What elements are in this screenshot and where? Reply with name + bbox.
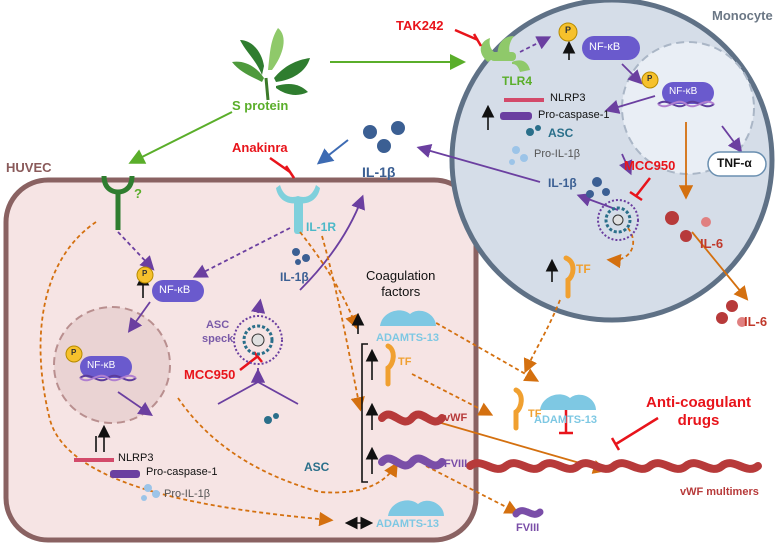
tf-out-label: TF (528, 408, 542, 420)
tlr4-label: TLR4 (502, 74, 532, 88)
adamts-1-label: ADAMTS-13 (376, 332, 439, 344)
il1b-out-label: IL-1β (362, 164, 396, 180)
adamts-out-label: ADAMTS-13 (534, 414, 597, 426)
p-mono-2: P (647, 74, 653, 83)
huvec-label: HUVEC (6, 160, 52, 175)
nlrp3-and-procaspase (74, 98, 544, 478)
il1b-mono-label: IL-1β (548, 176, 577, 190)
upregulation-arrows (95, 40, 576, 530)
nlrp3-huvec-label: NLRP3 (118, 452, 154, 464)
mcc950-bottom-label: MCC950 (184, 367, 236, 382)
blue-arrow (316, 139, 349, 165)
orange-arrows (39, 122, 749, 527)
il1r-icon (276, 185, 320, 234)
il1r-label: IL-1R (306, 220, 336, 234)
il6-particles (665, 211, 747, 327)
adamts-2-label: ADAMTS-13 (376, 518, 439, 530)
mcc950-top-label: MCC950 (624, 158, 676, 173)
anakinra-label: Anakinra (232, 140, 288, 155)
proil-mono-label: Pro-IL-1β (534, 148, 581, 160)
il1b-particles (141, 121, 610, 501)
question-label: ? (134, 186, 142, 201)
huvec-cell (3, 177, 479, 543)
il6-in-label: IL-6 (700, 236, 724, 251)
monocyte-label: Monocyte (712, 8, 773, 23)
s-protein-icon (232, 28, 310, 101)
nfkb-mono-2: NF-κB (669, 86, 698, 97)
tnf-box (707, 151, 767, 177)
nfkb-mono-1: NF-κB (589, 41, 621, 53)
s-protein-label: S protein (232, 98, 289, 113)
proil-huvec-label: Pro-IL-1β (164, 488, 211, 500)
vwf-fviii-shapes (378, 410, 762, 518)
procasp-huvec-label: Pro-caspase-1 (146, 466, 218, 478)
anticoag-label: Anti-coagulant drugs (646, 394, 751, 429)
asc-speck-label: ASC speck (202, 319, 234, 345)
fviii-label: FVIII (444, 458, 468, 470)
huvec-receptor-icon (101, 175, 135, 230)
tnf-label: TNF-α (717, 156, 752, 170)
purple-arrows (117, 36, 743, 417)
green-arrows (128, 54, 466, 164)
p-huvec-1: P (142, 269, 148, 278)
nlrp3-mono-label: NLRP3 (550, 92, 586, 104)
nfkb-huvec-2: NF-κB (87, 360, 116, 371)
tf-mono-label: TF (576, 262, 591, 276)
nfkb-huvec-1: NF-κB (159, 284, 191, 296)
nfkb-shapes (65, 22, 714, 378)
adamts-shapes (380, 310, 596, 516)
tlr4-icon (480, 36, 530, 72)
vwf-label: vWF (444, 412, 468, 424)
dna-helices (79, 100, 715, 382)
tf-huvec-label: TF (398, 356, 412, 368)
vwf-multimers-label: vWF multimers (680, 486, 759, 498)
tf-shapes (385, 255, 576, 431)
p-mono-1: P (565, 25, 572, 35)
asc-huvec-label: ASC (304, 460, 330, 474)
procasp-mono-label: Pro-caspase-1 (538, 109, 610, 121)
coag-label: Coagulation factors (366, 268, 436, 299)
inflammasomes (233, 199, 639, 365)
asc-mono-label: ASC (548, 126, 574, 140)
tak242-label: TAK242 (396, 18, 444, 33)
fviii-out-label: FVIII (516, 522, 540, 534)
p-huvec-2: P (71, 348, 77, 357)
il6-out-label: IL-6 (744, 314, 768, 329)
il1b-huvec-label: IL-1β (280, 270, 309, 284)
